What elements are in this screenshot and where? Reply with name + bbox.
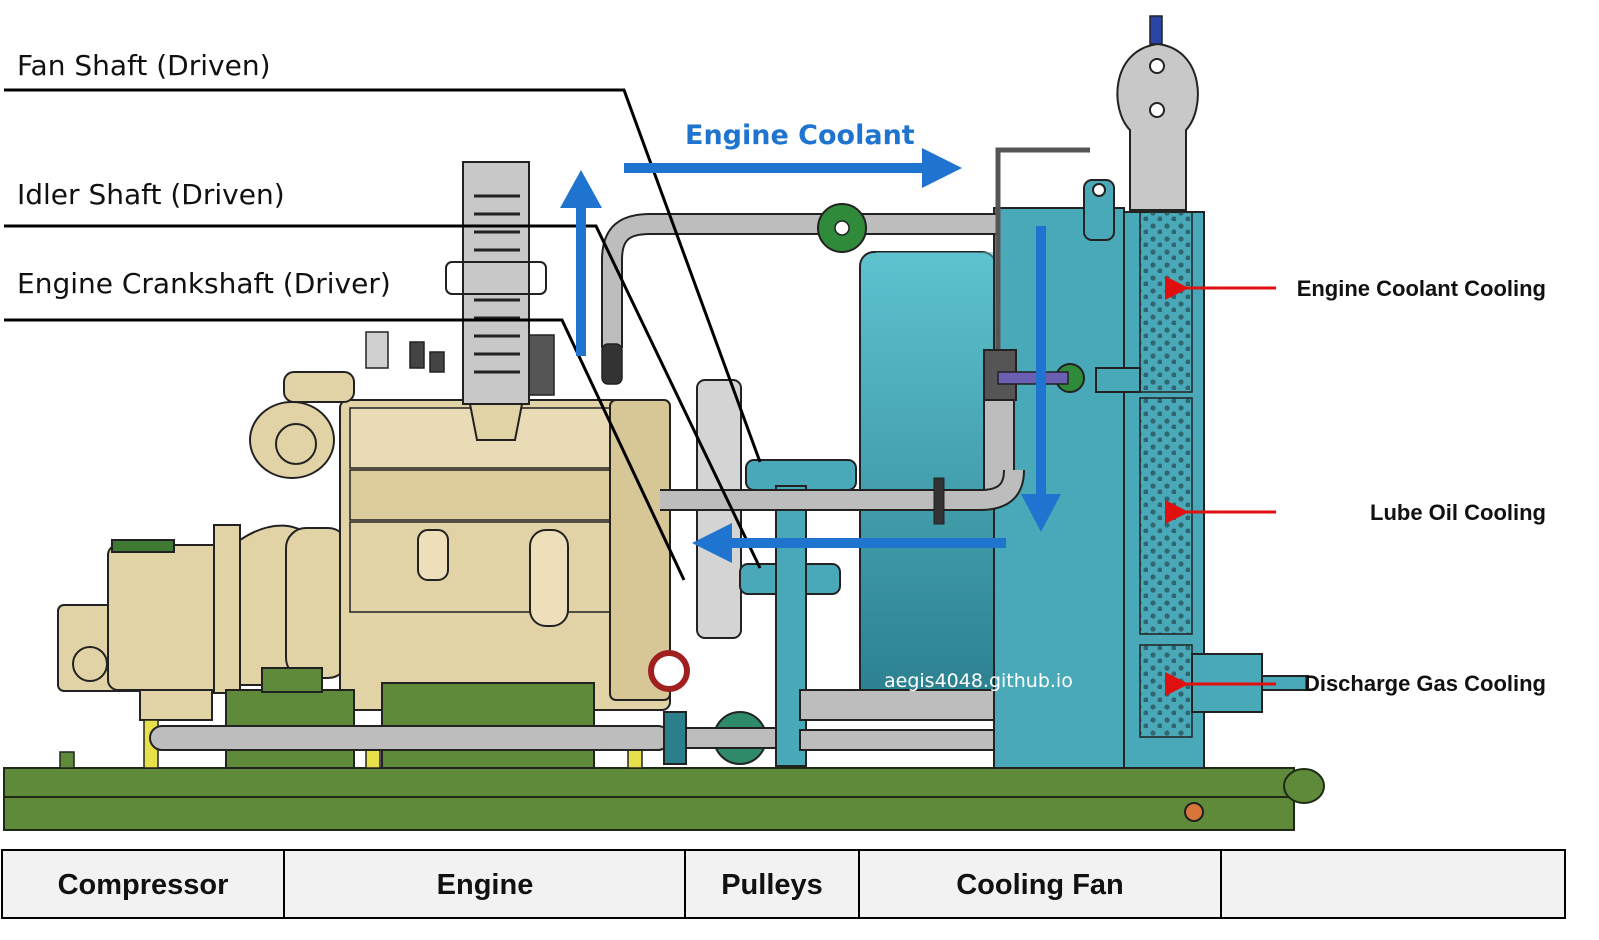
fan-shaft-leader bbox=[4, 88, 762, 463]
expansion-tank bbox=[1116, 15, 1199, 211]
engine-crankshaft-label: Engine Crankshaft (Driver) bbox=[17, 267, 391, 300]
flow-arrow-left bbox=[692, 523, 1006, 563]
section-table: Compressor Engine Pulleys Cooling Fan bbox=[1, 849, 1566, 919]
skid-base bbox=[3, 767, 1325, 831]
engine bbox=[249, 331, 671, 711]
discharge-gas-cooling-label: Discharge Gas Cooling bbox=[1304, 671, 1546, 696]
fan-shaft-label: Fan Shaft (Driven) bbox=[17, 49, 271, 82]
flow-arrow-down bbox=[1021, 226, 1061, 532]
lube-oil-cooling-label: Lube Oil Cooling bbox=[1370, 500, 1546, 525]
section-compressor: Compressor bbox=[58, 869, 229, 901]
flow-arrow-right bbox=[624, 148, 962, 188]
section-engine: Engine bbox=[437, 869, 534, 901]
coolant-flow-arrows bbox=[560, 148, 1061, 563]
idler-shaft-leader bbox=[4, 224, 762, 569]
watermark-text: aegis4048.github.io bbox=[884, 670, 1073, 692]
crankshaft-leader bbox=[4, 318, 686, 581]
exhaust-stack bbox=[445, 161, 547, 441]
cooling-pointers bbox=[1165, 276, 1276, 696]
leader-lines bbox=[4, 88, 762, 581]
cooling-fan bbox=[799, 251, 1001, 751]
section-cooling-fan: Cooling Fan bbox=[956, 869, 1124, 901]
section-pulleys: Pulleys bbox=[721, 869, 823, 901]
engine-coolant-cooling-label: Engine Coolant Cooling bbox=[1297, 276, 1546, 301]
flow-arrow-up bbox=[560, 170, 602, 356]
idler-shaft-label: Idler Shaft (Driven) bbox=[17, 178, 285, 211]
engine-coolant-label: Engine Coolant bbox=[685, 120, 915, 151]
